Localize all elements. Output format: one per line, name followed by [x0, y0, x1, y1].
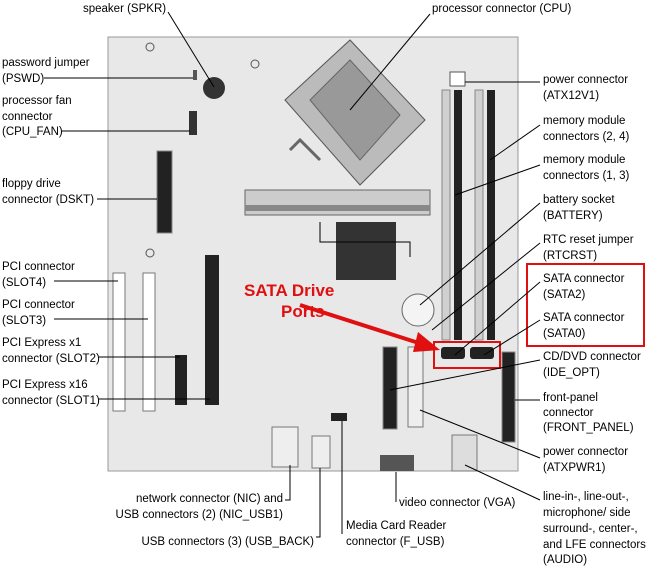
label-cpufan-2: connector [2, 111, 53, 123]
ide-connector [382, 346, 398, 430]
label-audio-5: (AUDIO) [543, 554, 587, 566]
label-sata2-2: (SATA2) [543, 289, 586, 301]
sata-highlight-box [433, 341, 501, 369]
label-mem24-2: connectors (2, 4) [543, 131, 629, 143]
pcie-x1-slot2 [175, 355, 187, 405]
atx12v-connector [449, 71, 466, 87]
usb-back-port [311, 435, 331, 469]
label-slot1-1: PCI Express x16 [2, 379, 88, 391]
label-cpu: processor connector (CPU) [432, 3, 571, 15]
front-panel-connector [501, 351, 516, 443]
label-front-2: connector [543, 407, 594, 419]
label-mem13-1: memory module [543, 154, 625, 166]
label-mem24-1: memory module [543, 115, 625, 127]
arrow-head-icon [413, 332, 440, 352]
label-sata2-1: SATA connector [543, 273, 625, 285]
label-slot3-2: (SLOT3) [2, 315, 46, 327]
label-front-3: (FRONT_PANEL) [543, 422, 634, 434]
label-dskt-2: connector (DSKT) [2, 194, 94, 206]
label-sata0-1: SATA connector [543, 312, 625, 324]
label-audio-4: and LFE connectors [543, 539, 646, 551]
label-dskt-1: floppy drive [2, 178, 61, 190]
label-cpufan-1: processor fan [2, 95, 72, 107]
label-sata0-2: (SATA0) [543, 328, 586, 340]
label-front-1: front-panel [543, 392, 598, 404]
label-slot4-1: PCI connector [2, 261, 75, 273]
battery-socket [401, 293, 435, 327]
sata-label-highlight-box [526, 263, 645, 347]
label-atx12v-2: (ATX12V1) [543, 90, 599, 102]
pci-slot3 [142, 272, 156, 412]
callout-line2: Ports [281, 302, 324, 321]
label-rtc-1: RTC reset jumper [543, 234, 634, 246]
label-ide-2: (IDE_OPT) [543, 367, 600, 379]
label-fusb-2: connector (F_USB) [346, 536, 445, 548]
label-usb: USB connectors (3) (USB_BACK) [141, 536, 314, 548]
label-fusb-1: Media Card Reader [346, 520, 447, 532]
label-rtc-2: (RTCRST) [543, 250, 597, 262]
cpu-fan-connector [189, 111, 197, 135]
label-slot2-2: connector (SLOT2) [2, 353, 100, 365]
label-mem13-2: connectors (1, 3) [543, 170, 629, 182]
label-battery-1: battery socket [543, 194, 615, 206]
label-slot3-1: PCI connector [2, 299, 75, 311]
sata2-port [441, 347, 465, 359]
label-atx12v-1: power connector [543, 74, 628, 86]
pci-slot4 [112, 272, 126, 412]
label-atxpwr-1: power connector [543, 446, 628, 458]
callout-arrow [299, 303, 426, 347]
label-atxpwr-2: (ATXPWR1) [543, 462, 606, 474]
label-vga: video connector (VGA) [399, 497, 516, 509]
speaker [203, 77, 225, 99]
label-nic-2: USB connectors (2) (NIC_USB1) [116, 509, 284, 521]
audio-ports [451, 434, 478, 472]
label-audio-2: microphone/ side [543, 507, 631, 519]
label-nic-1: network connector (NIC) and [136, 493, 283, 505]
label-pswd-1: password jumper [2, 57, 90, 69]
memory-slots [441, 89, 495, 341]
label-ide-1: CD/DVD connector [543, 351, 641, 363]
password-jumper [193, 70, 197, 80]
f-usb-header [331, 413, 347, 421]
label-audio-1: line-in-, line-out-, [543, 491, 629, 503]
vga-port [380, 455, 414, 471]
nic-usb-port [271, 426, 299, 468]
label-pswd-2: (PSWD) [2, 73, 44, 85]
heatsink-bracket [244, 189, 431, 216]
label-spkr: speaker (SPKR) [83, 3, 166, 15]
label-slot4-2: (SLOT4) [2, 277, 46, 289]
label-slot1-2: connector (SLOT1) [2, 395, 100, 407]
atx-power-connector [407, 346, 424, 428]
chipset-heatsink [336, 222, 396, 280]
pcie-x16-slot1 [205, 255, 219, 405]
label-audio-3: surround-, center-, [543, 523, 638, 535]
callout-line1: SATA Drive [244, 281, 334, 300]
leader-lines [44, 11, 541, 538]
label-cpufan-3: (CPU_FAN) [2, 126, 63, 138]
sata0-port [470, 347, 494, 359]
label-slot2-1: PCI Express x1 [2, 337, 81, 349]
label-battery-2: (BATTERY) [543, 210, 603, 222]
floppy-connector [156, 150, 173, 234]
processor-socket [284, 39, 426, 186]
